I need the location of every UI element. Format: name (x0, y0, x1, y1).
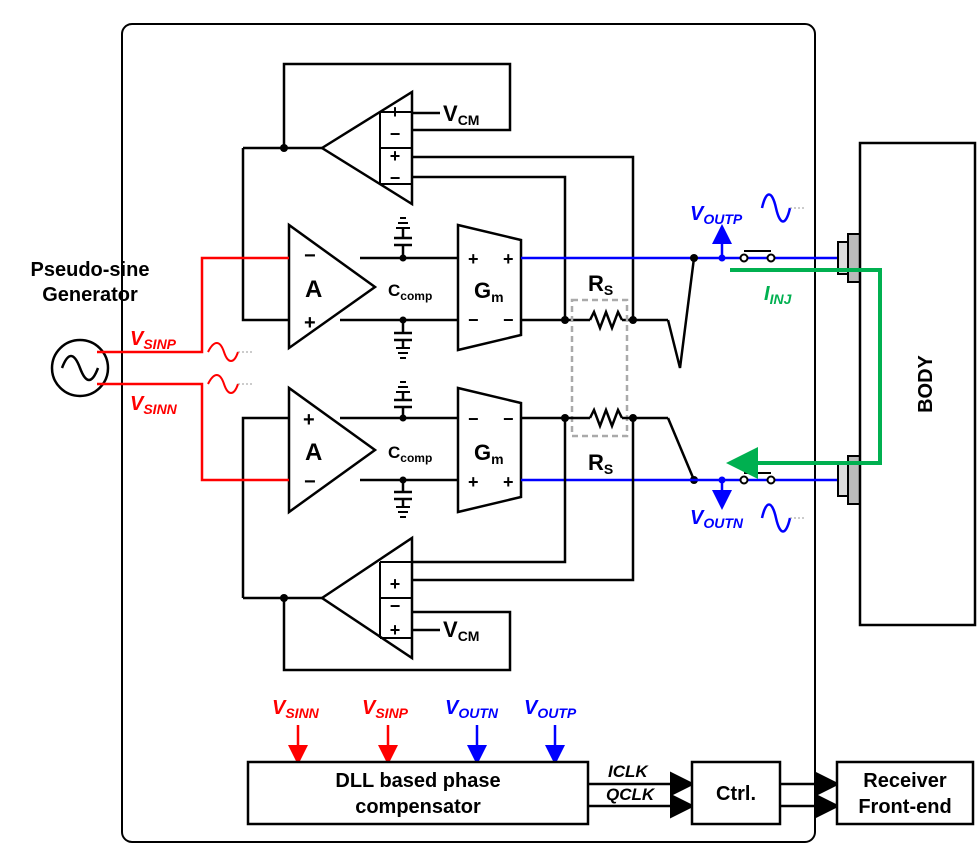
dll-input-vsinn: VSINN (272, 697, 320, 721)
svg-text:+: + (468, 472, 479, 492)
ccomp-label-bottom: Ccomp (388, 443, 432, 465)
vcm-label-bottom: VCM (443, 617, 479, 644)
voutn-label: VOUTN (690, 507, 744, 531)
svg-text:A: A (305, 439, 322, 466)
ccomp-cap-bottom (394, 381, 412, 518)
pseudo-sine-generator (50, 338, 110, 398)
svg-text:A: A (305, 276, 322, 303)
electrode-top (837, 233, 861, 283)
generator-label: Pseudo-sine (31, 259, 150, 281)
svg-text:Ctrl.: Ctrl. (716, 783, 756, 805)
dll-input-voutn: VOUTN (445, 697, 499, 721)
svg-text:−: − (503, 409, 514, 429)
bottom-gm-stage: − + − + Gm (456, 386, 523, 514)
svg-text:+: + (390, 574, 401, 594)
svg-text:+: + (390, 146, 401, 166)
ccomp-label-top: Ccomp (388, 281, 432, 303)
svg-text:+: + (390, 102, 401, 122)
svg-text:−: − (390, 552, 401, 572)
svg-text:+: + (503, 249, 514, 269)
switch-bottom (739, 472, 776, 485)
svg-text:Front-end: Front-end (858, 796, 951, 818)
vsinn-label: VSINN (130, 393, 178, 417)
svg-text:+: + (390, 620, 401, 640)
receiver-frontend-block (835, 760, 975, 826)
svg-text:+: + (503, 472, 514, 492)
svg-text:DLL based phase: DLL based phase (335, 770, 500, 792)
ccomp-cap-top (394, 217, 412, 359)
svg-text:Gm: Gm (474, 278, 504, 305)
svg-text:+: + (303, 409, 315, 431)
bottom-cmfb-amplifier: − + − + (319, 535, 414, 661)
top-cmfb-amplifier: + − + − (319, 89, 414, 207)
dll-input-voutp: VOUTP (524, 697, 577, 721)
dll-input-vsinp: VSINP (362, 697, 409, 721)
dll-phase-compensator (246, 760, 590, 826)
svg-text:Generator: Generator (42, 284, 138, 306)
svg-text:−: − (468, 409, 479, 429)
svg-text:+: + (304, 312, 316, 334)
iinj-label: IINJ (764, 283, 793, 307)
svg-text:Gm: Gm (474, 440, 504, 467)
svg-text:−: − (390, 168, 401, 188)
rs-matched-pair-box (570, 298, 629, 438)
switch-top (739, 250, 776, 263)
ctrl-block (690, 760, 782, 826)
rs-label-bottom: RS (588, 450, 613, 477)
iclk-label: ICLK (608, 762, 649, 781)
chip-boundary (121, 23, 816, 843)
top-amplifier-a: − + A (287, 222, 378, 351)
vsinp-label: VSINP (130, 328, 177, 352)
qclk-label: QCLK (606, 785, 656, 804)
injection-current-path (726, 268, 882, 479)
vcm-label-top: VCM (443, 101, 479, 128)
rs-label-top: RS (588, 271, 613, 298)
svg-text:−: − (304, 245, 316, 267)
bottom-amplifier-a: + − A (287, 385, 378, 515)
svg-text:−: − (390, 124, 401, 144)
voutp-label: VOUTP (690, 203, 743, 227)
svg-text:+: + (468, 249, 479, 269)
svg-text:Receiver: Receiver (863, 770, 947, 792)
svg-text:compensator: compensator (355, 796, 481, 818)
svg-text:−: − (304, 471, 316, 493)
top-gm-stage: + − + − Gm (456, 223, 523, 352)
svg-text:−: − (468, 310, 479, 330)
svg-text:−: − (503, 310, 514, 330)
svg-text:−: − (390, 596, 401, 616)
body-label: BODY (915, 354, 937, 412)
